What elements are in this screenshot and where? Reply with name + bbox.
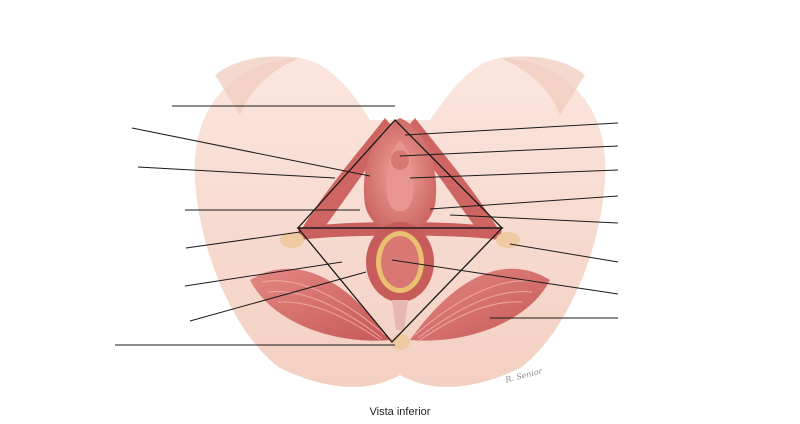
leader-line: [131, 127, 371, 177]
anal-region: [366, 222, 434, 350]
leader-line: [449, 214, 619, 224]
perineal-triangles-outline: [296, 119, 504, 343]
vulvar-region: [363, 118, 437, 232]
leader-line: [137, 166, 336, 179]
leader-line: [409, 169, 619, 179]
gluteal-muscle-fans: [250, 268, 550, 341]
leader-line: [509, 243, 619, 263]
right-label-leaders: [391, 122, 619, 319]
leader-line: [429, 195, 619, 210]
leader-line: [185, 231, 301, 249]
leader-line: [404, 122, 619, 136]
leader-line: [399, 145, 619, 157]
figure-caption: Vista inferior: [369, 406, 431, 418]
leader-line: [184, 261, 343, 287]
leader-line: [391, 259, 619, 295]
left-label-leaders: [115, 105, 395, 346]
leader-line: [189, 271, 367, 322]
ischiocavernosus-muscles: [300, 118, 500, 236]
